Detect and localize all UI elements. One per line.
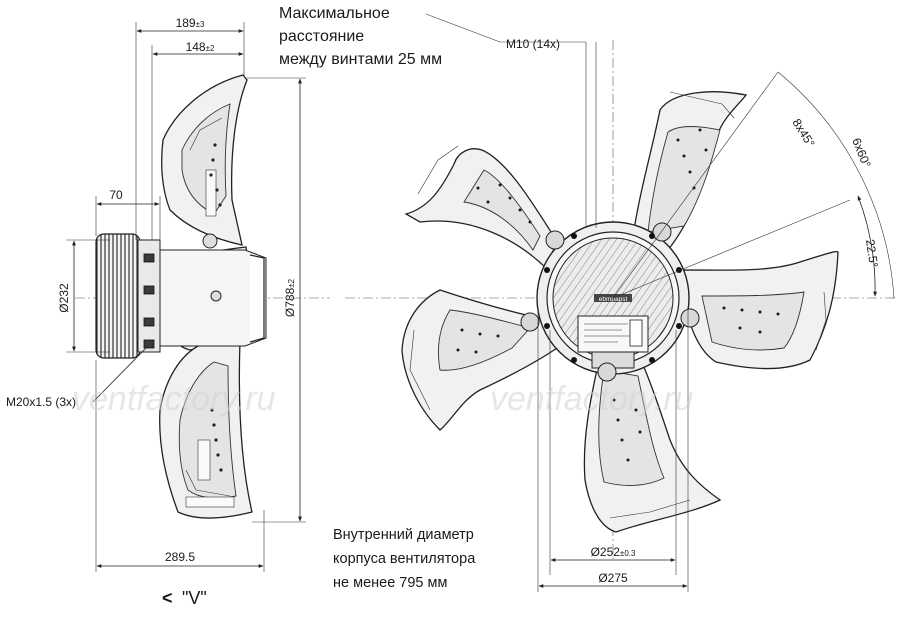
angle-arc-outer	[777, 71, 895, 299]
dim-width-overall: 189±3	[176, 16, 205, 30]
hub-small-bolts	[544, 233, 682, 363]
blade-upper-left	[404, 145, 557, 272]
side-blade-slots	[185, 117, 235, 508]
note-max-distance-line1: Максимальное	[279, 5, 390, 22]
dim-bolt-circle: Ø252±0.3	[591, 545, 636, 559]
dim-hub-diameter: Ø275	[598, 571, 628, 585]
angle-ray-45	[612, 71, 779, 299]
side-view: 189±3 148±2 70 Ø232 Ø788±2 M20x1.5 (3x) …	[6, 16, 330, 608]
watermark-right: ventfactory.ru	[490, 380, 694, 418]
blade-lower	[583, 355, 722, 533]
side-bolt-mid	[210, 290, 222, 302]
view-arrow: <	[162, 588, 173, 608]
note-max-distance-line3: между винтами 25 мм	[279, 51, 442, 68]
leader-thread-motor	[92, 345, 149, 403]
front-ring	[249, 254, 265, 343]
note-max-distance: Максимальное расстояние между винтами 25…	[279, 5, 442, 68]
angle-label-22: 22.5°	[863, 238, 881, 268]
leader-max-distance	[425, 13, 501, 43]
motor-housing	[95, 233, 141, 359]
side-blade-upper-inner	[181, 103, 231, 215]
dim-motor-depth: 70	[109, 188, 123, 202]
note-inner-diameter-line3: не менее 795 мм	[333, 575, 447, 591]
angle-label-45: 8x45°	[789, 116, 817, 150]
side-blade-lower-inner	[178, 361, 237, 499]
hub-nameplate-lines	[584, 323, 630, 343]
side-bolt-top	[202, 233, 218, 249]
view-label: "V"	[182, 588, 207, 608]
blade-lower-left	[401, 289, 561, 431]
dim-total-depth: 289.5	[165, 550, 195, 564]
blade-right	[683, 250, 839, 370]
angle-arc-inner	[857, 195, 878, 297]
angle-label-60: 6x60°	[849, 136, 874, 170]
note-inner-diameter-line1: Внутренний диаметр	[333, 527, 474, 543]
note-max-distance-line2: расстояние	[279, 28, 364, 45]
dim-fan-diameter: Ø788±2	[283, 278, 297, 317]
hub-logo: ebmpapst	[599, 296, 628, 303]
angle-ray-22	[612, 199, 851, 299]
dim-motor-diameter: Ø232	[57, 283, 71, 313]
label-thread-screws: M10 (14x)	[506, 37, 560, 51]
front-view: ebmpapst 8x45° 6x60° 22.5° M10 (14x)	[345, 13, 895, 592]
motor-cable-glands	[143, 253, 155, 349]
dim-width-inner: 148±2	[186, 40, 215, 54]
hub-mount-bolts	[520, 222, 700, 382]
blade-rivets	[456, 128, 780, 462]
note-inner-diameter: Внутренний диаметр корпуса вентилятора н…	[333, 527, 476, 591]
label-thread-motor: M20x1.5 (3x)	[6, 395, 76, 409]
side-blade-rivets	[209, 143, 223, 472]
note-inner-diameter-line2: корпуса вентилятора	[333, 551, 476, 567]
watermark-left: ventfactory.ru	[72, 380, 276, 418]
